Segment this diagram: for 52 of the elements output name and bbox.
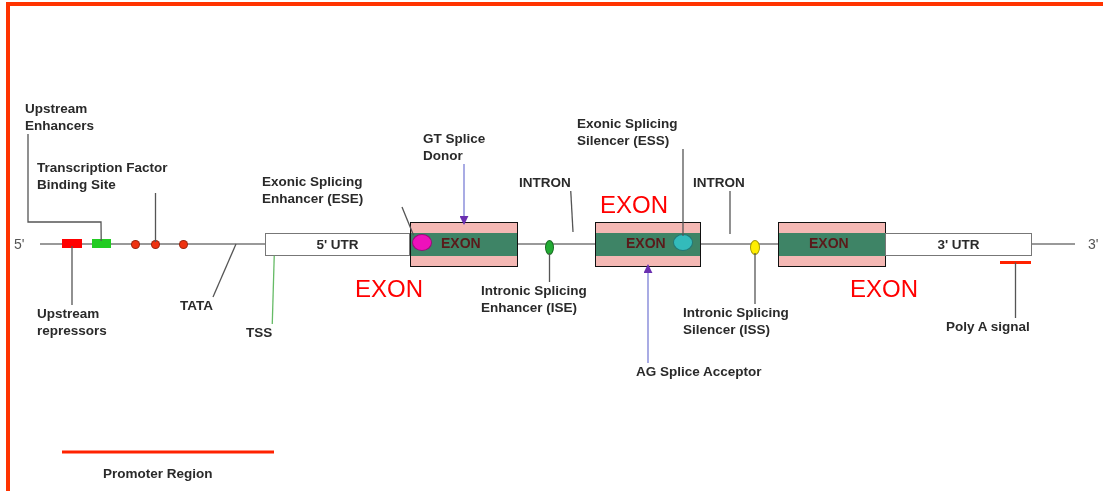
binding-site-dot [179, 240, 188, 249]
utr-box [265, 233, 410, 256]
element-label: GT Splice Donor [423, 130, 523, 164]
exon-annotation: EXON [355, 276, 423, 302]
exon-box [595, 222, 701, 267]
leader-line [570, 190, 574, 233]
utr-box [885, 233, 1032, 256]
element-label: Intronic Splicing Enhancer (ISE) [481, 282, 636, 316]
leader-line [27, 133, 102, 242]
leader-line [401, 206, 415, 236]
leader-line [1014, 261, 1017, 319]
upstream-repressor-box [62, 239, 82, 248]
region-label: INTRON [693, 174, 745, 191]
leader-line [548, 252, 551, 283]
element-label: Poly A signal [946, 318, 1030, 335]
binding-site-dot [151, 240, 160, 249]
exon-box [778, 222, 886, 267]
utr-label: 5' UTR [315, 236, 360, 253]
element-label: Transcription Factor Binding Site [37, 159, 197, 193]
element-label: AG Splice Acceptor [636, 363, 762, 380]
pointer-arrow [643, 264, 653, 364]
exon-label: EXON [626, 235, 666, 252]
utr-label: 3' UTR [936, 236, 981, 253]
upstream-enhancer-box [92, 239, 111, 248]
leader-line [271, 255, 275, 325]
leader-line [729, 190, 731, 235]
exon-label: EXON [441, 235, 481, 252]
element-label: Exonic Splicing Enhancer (ESE) [262, 173, 402, 207]
binding-site-dot [131, 240, 140, 249]
region-label: INTRON [519, 174, 571, 191]
element-label: Exonic Splicing Silencer (ESS) [577, 115, 727, 149]
region-label: Promoter Region [103, 465, 213, 482]
poly-a-bar [1000, 261, 1031, 264]
strand-end-label: 3' [1088, 236, 1099, 252]
exon-box [410, 222, 518, 267]
leader-line [212, 243, 237, 298]
element-label: Intronic Splicing Silencer (ISS) [683, 304, 838, 338]
element-label: TATA [180, 297, 213, 314]
leader-line [682, 148, 684, 237]
leader-line [154, 192, 157, 243]
pointer-arrow [459, 163, 469, 225]
exon-annotation: EXON [850, 276, 918, 302]
element-label: Upstream repressors [37, 305, 142, 339]
element-label: Upstream Enhancers [25, 100, 125, 134]
exon-annotation: EXON [600, 192, 668, 218]
element-label: TSS [246, 324, 273, 341]
leader-line [754, 252, 756, 305]
exon-label: EXON [809, 235, 849, 252]
ise-ellipse [545, 240, 554, 255]
leader-line [71, 245, 73, 306]
iss-ellipse [750, 240, 760, 255]
strand-end-label: 5' [14, 236, 25, 252]
